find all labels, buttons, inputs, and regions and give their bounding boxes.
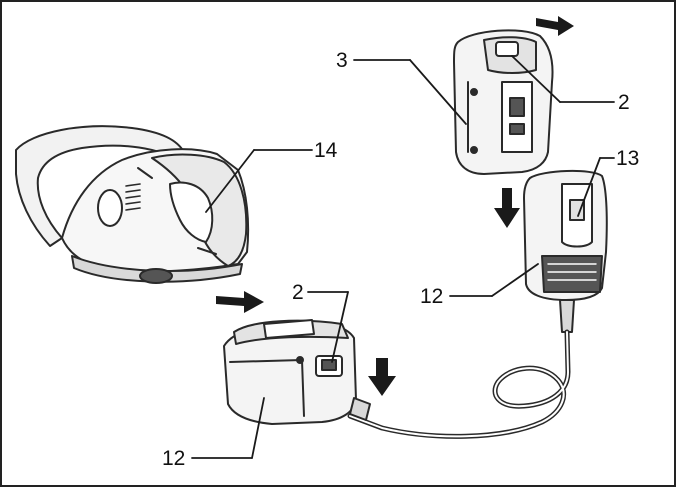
adapter-bottom (223, 319, 371, 425)
callout-adapter-slot: 13 (616, 147, 640, 170)
tool-body (15, 125, 250, 284)
callout-adapter-top: 12 (420, 285, 444, 308)
arrow-down-icon (494, 188, 520, 228)
callout-tool-body: 14 (314, 139, 338, 162)
callout-adapter-bottom: 12 (162, 447, 186, 470)
callout-release-button-top: 2 (618, 91, 630, 114)
battery-pack (453, 29, 554, 175)
arrow-right-icon (536, 16, 574, 36)
arrow-down-icon (368, 358, 396, 396)
adapter-top (523, 169, 608, 333)
leader-lines (191, 55, 615, 459)
callout-battery: 3 (336, 49, 348, 72)
arrow-right-icon (216, 291, 264, 313)
callout-release-button-bottom: 2 (292, 281, 304, 304)
power-cord (347, 329, 571, 439)
